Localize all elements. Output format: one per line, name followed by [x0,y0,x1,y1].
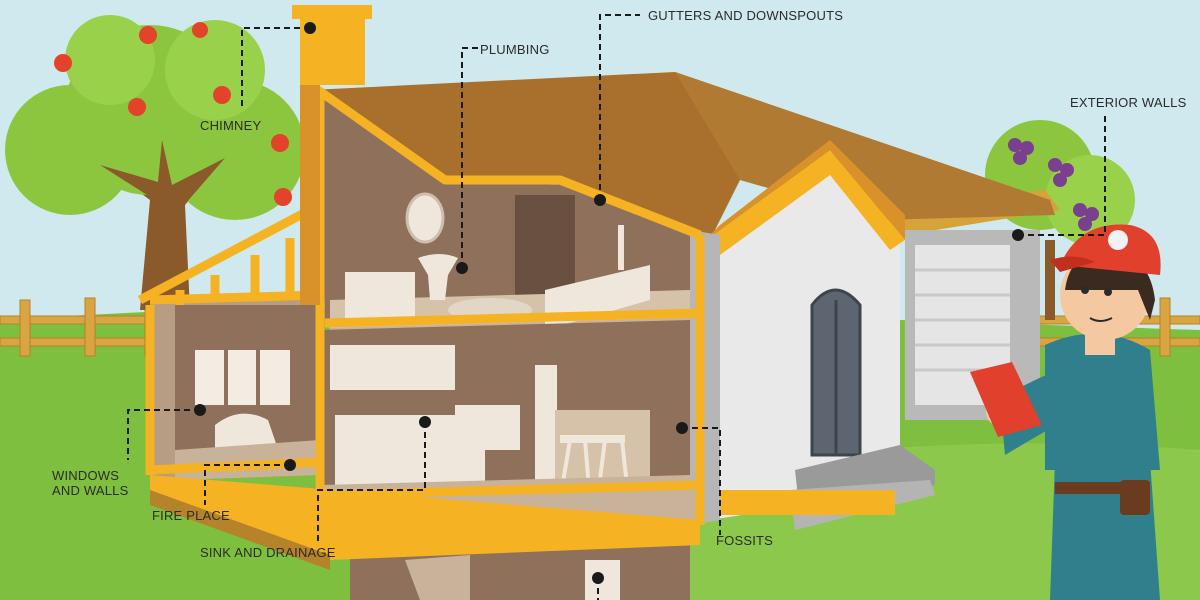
label-and-walls-line: AND WALLS [52,483,129,498]
label-gutters-and-downspouts: GUTTERS AND DOWNSPOUTS [648,8,844,23]
label-windows-line: WINDOWS [52,468,120,483]
clipboard [970,362,1042,437]
label-exterior-walls: EXTERIOR WALLS [1070,95,1187,110]
front-gable [700,140,935,530]
label-fossits: FOSSITS [716,533,774,548]
callout-dots [194,22,1024,584]
label-fire-place: FIRE PLACE [152,508,230,523]
label-chimney: CHIMNEY [200,118,262,133]
callout-lines [127,14,1106,600]
label-windows-and-walls: WINDOWS AND WALLS [52,468,142,498]
window [195,350,290,405]
label-plumbing: PLUMBING [480,42,550,57]
label-sink-and-drainage: SINK AND DRAINAGE [200,545,336,560]
home-inspector-figure-icon [970,224,1161,600]
apple-tree-icon [5,15,305,320]
attic-room [320,95,690,320]
inspector-jacket [1045,333,1160,470]
house-cutaway [150,95,700,600]
